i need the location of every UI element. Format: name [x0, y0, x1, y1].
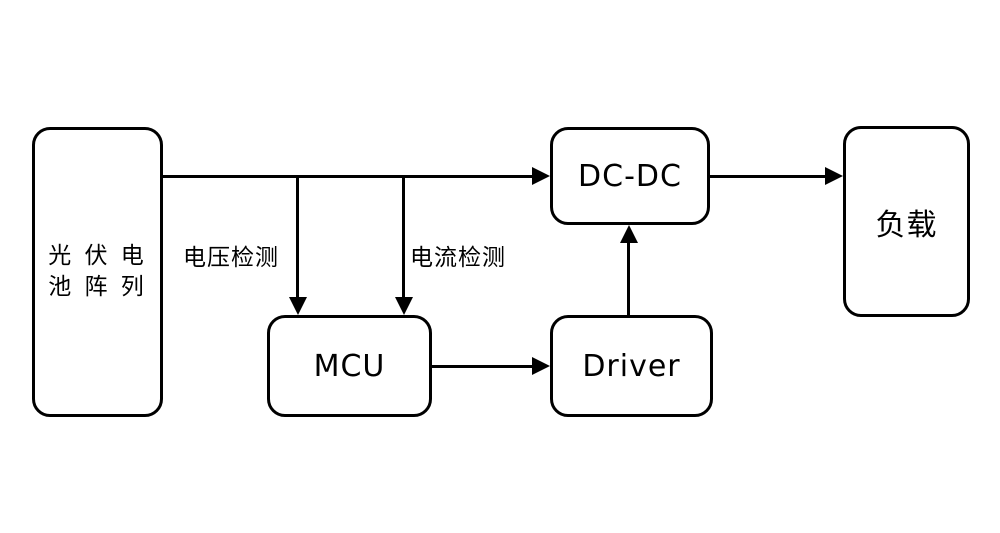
pv-to-dcdc-arrowhead-icon: [532, 167, 550, 185]
pv-to-dcdc-line: [163, 175, 534, 178]
driver-to-dcdc-arrowhead-icon: [620, 225, 638, 243]
driver-label: Driver: [582, 348, 681, 384]
current-sense-label: 电流检测: [410, 245, 506, 271]
mcu-to-driver-line: [432, 365, 534, 368]
mcu-label: MCU: [313, 348, 386, 384]
pv-array-box: 光 伏 电 池 阵 列: [32, 127, 163, 417]
load-box: 负载: [843, 126, 970, 317]
dcdc-label: DC-DC: [578, 158, 682, 194]
dcdc-to-load-arrowhead-icon: [825, 167, 843, 185]
voltage-sense-line: [296, 176, 299, 299]
mcu-to-driver-arrowhead-icon: [532, 357, 550, 375]
voltage-sense-label: 电压检测: [183, 245, 279, 271]
current-sense-arrowhead-icon: [395, 297, 413, 315]
dcdc-box: DC-DC: [550, 127, 710, 225]
driver-box: Driver: [550, 315, 713, 417]
voltage-sense-arrowhead-icon: [289, 297, 307, 315]
driver-to-dcdc-line: [627, 243, 630, 316]
load-label: 负载: [875, 207, 938, 243]
dcdc-to-load-line: [710, 175, 827, 178]
pv-array-label-line2: 池 阵 列: [48, 274, 147, 300]
pv-array-label-line1: 光 伏 电: [48, 243, 147, 269]
current-sense-line: [402, 176, 405, 299]
mcu-box: MCU: [267, 315, 432, 417]
